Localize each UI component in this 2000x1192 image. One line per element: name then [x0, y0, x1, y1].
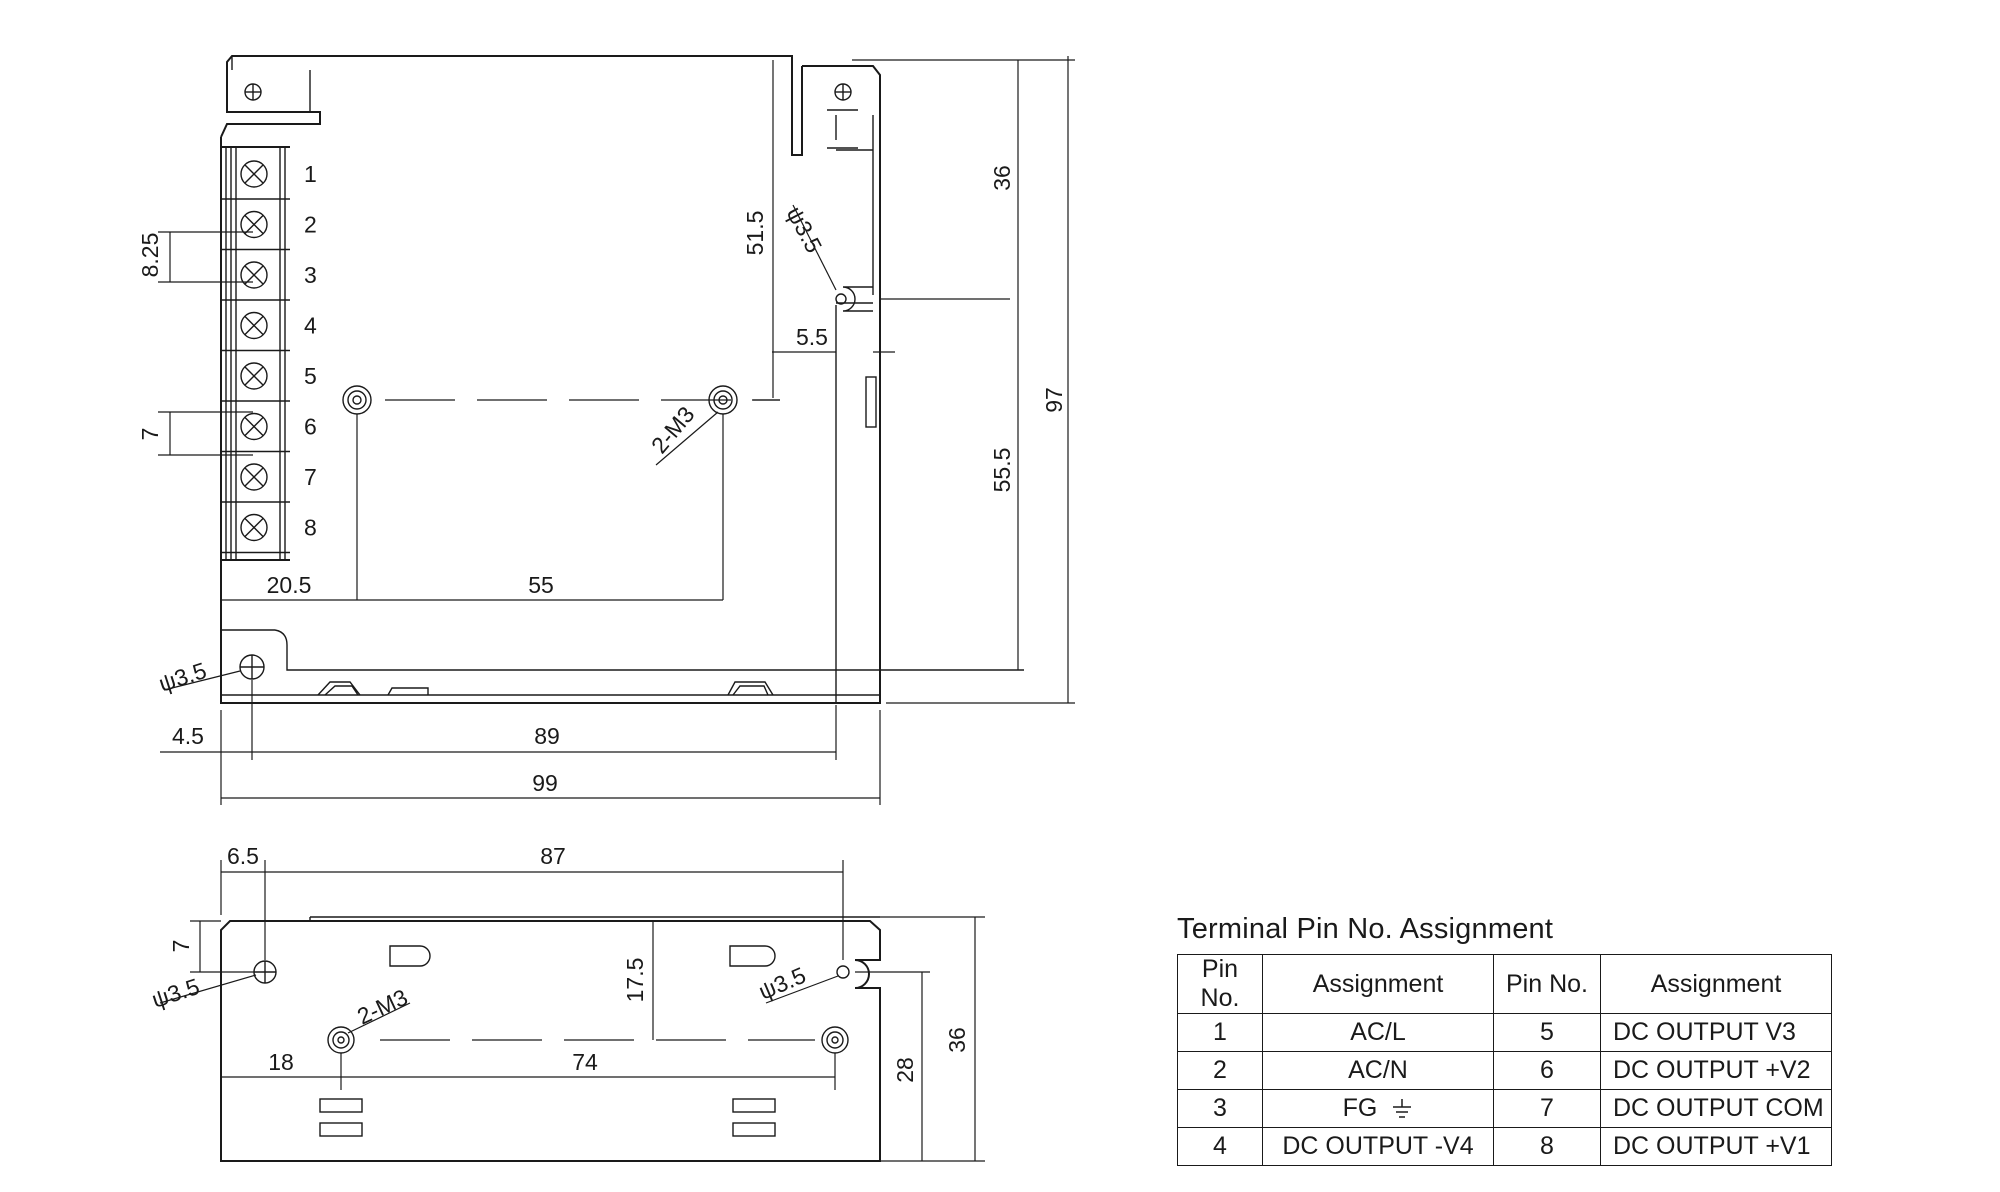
dim-hole-top: ψ3.5: [782, 202, 828, 257]
assignment-cell: DC OUTPUT +V1: [1600, 1127, 1832, 1166]
column-header-pin: Pin No.: [1177, 954, 1263, 1014]
corner-hole-icon: [244, 83, 262, 101]
assignment-cell: DC OUTPUT V3: [1600, 1013, 1832, 1052]
pin-number-cell: 4: [1177, 1127, 1263, 1166]
assignment-cell: FG: [1262, 1089, 1494, 1128]
pin-number-cell: 8: [1493, 1127, 1601, 1166]
table-header-row: Pin No. Assignment Pin No. Assignment: [1177, 954, 1832, 1014]
dim-height-lower: 55.5: [989, 448, 1015, 493]
side-hole-icon: [253, 960, 277, 984]
corner-hole-icon: [834, 83, 852, 101]
top-view: 1 2 3 4 5 6 7 8 8.25 7 ψ3.5 51.5 5.5: [137, 55, 1075, 805]
side-hole-icon: [836, 965, 850, 979]
pin-table-title: Terminal Pin No. Assignment: [1177, 913, 1554, 945]
dim-height-upper: 36: [989, 165, 1015, 191]
terminal-screw-icon: [221, 463, 290, 503]
pin-assignment-table: Pin No. Assignment Pin No. Assignment 1 …: [1177, 954, 1832, 1166]
table-row: 1 AC/L 5 DC OUTPUT V3: [1177, 1013, 1832, 1052]
pin-assignment-section: Terminal Pin No. Assignment Pin No. Assi…: [1177, 913, 1832, 1166]
terminal-pin-number: 2: [304, 212, 317, 238]
terminal-pin-number: 5: [304, 363, 317, 389]
pin-number-cell: 6: [1493, 1051, 1601, 1090]
dim-hole-span: 89: [534, 723, 560, 749]
dim-side-overall-height: 36: [944, 1027, 970, 1053]
assignment-cell: AC/L: [1262, 1013, 1494, 1052]
terminal-pin-number: 4: [304, 313, 317, 339]
dim-offset-side: 5.5: [796, 324, 828, 350]
assignment-cell: DC OUTPUT -V4: [1262, 1127, 1494, 1166]
terminal-pin-number: 8: [304, 515, 317, 541]
assignment-label: FG: [1342, 1094, 1378, 1122]
dim-left-offset: 20.5: [267, 572, 312, 598]
dim-terminal-width: 7: [137, 428, 163, 441]
terminal-screw-icon: [221, 261, 290, 301]
dim-side-mount-left: 18: [268, 1049, 294, 1075]
side-view: 6.5 87 7 ψ3.5 ψ3.5 2-M3 17.5 18 74 28 36: [149, 843, 985, 1162]
table-row: 3 FG 7 DC OUTPUT COM: [1177, 1089, 1832, 1128]
terminal-screw-icon: [221, 362, 290, 402]
assignment-cell: DC OUTPUT COM: [1600, 1089, 1832, 1128]
pin-number-cell: 5: [1493, 1013, 1601, 1052]
side-view-outline: [220, 920, 881, 1162]
dim-side-hole-right: ψ3.5: [755, 962, 810, 1005]
dim-pitch: 8.25: [137, 233, 163, 278]
column-header-pin: Pin No.: [1493, 954, 1601, 1014]
pin-number-cell: 2: [1177, 1051, 1263, 1090]
terminal-screw-icon: [221, 210, 290, 251]
dim-side-hole-span: 87: [540, 843, 566, 869]
terminal-pin-number: 1: [304, 161, 317, 187]
terminal-pin-number: 6: [304, 414, 317, 440]
dim-side-mount-height: 17.5: [622, 958, 648, 1003]
terminal-screw-icon: [221, 311, 290, 352]
slot-hole-icon: [842, 286, 873, 312]
terminal-screw-icon: [221, 160, 290, 200]
terminal-screw-icon: [221, 513, 290, 554]
dim-side-hole-height: 7: [168, 940, 194, 953]
dim-mount: 2-M3: [646, 401, 700, 458]
dim-overall-width: 99: [532, 770, 558, 796]
dim-side-hole-left: ψ3.5: [149, 973, 203, 1013]
terminal-pin-number: 3: [304, 262, 317, 288]
pin-number-cell: 3: [1177, 1089, 1263, 1128]
dim-mount-span: 55: [528, 572, 554, 598]
pin-labels: 1 2 3 4 5 6 7 8: [304, 161, 317, 541]
m3-hole-icon: [342, 385, 372, 415]
dim-side-inset: 6.5: [227, 843, 259, 869]
ground-icon: [1393, 1099, 1412, 1119]
column-header-assignment: Assignment: [1262, 954, 1494, 1014]
pin-number-cell: 1: [1177, 1013, 1263, 1052]
dim-side-hole-to-bottom: 28: [892, 1057, 918, 1083]
dim-overall-height: 97: [1041, 387, 1067, 413]
table-row: 4 DC OUTPUT -V4 8 DC OUTPUT +V1: [1177, 1127, 1832, 1166]
column-header-assignment: Assignment: [1600, 954, 1832, 1014]
dim-side-mount: 2-M3: [353, 984, 411, 1030]
m3-hole-icon: [821, 1026, 849, 1054]
dim-side-mount-span: 74: [572, 1049, 598, 1075]
assignment-cell: AC/N: [1262, 1051, 1494, 1090]
terminal-screw-icon: [221, 412, 290, 453]
table-row: 2 AC/N 6 DC OUTPUT +V2: [1177, 1051, 1832, 1090]
terminal-block: [221, 146, 290, 561]
dim-hole-left: ψ3.5: [156, 657, 210, 697]
mount-hole-icon: [239, 654, 265, 680]
dim-offset-top: 51.5: [742, 211, 768, 256]
m3-hole-icon: [327, 1026, 355, 1054]
terminal-screws: [221, 160, 290, 554]
pin-number-cell: 7: [1493, 1089, 1601, 1128]
top-view-outline: [220, 55, 881, 704]
assignment-cell: DC OUTPUT +V2: [1600, 1051, 1832, 1090]
terminal-pin-number: 7: [304, 464, 317, 490]
dim-hole-inset: 4.5: [172, 723, 204, 749]
